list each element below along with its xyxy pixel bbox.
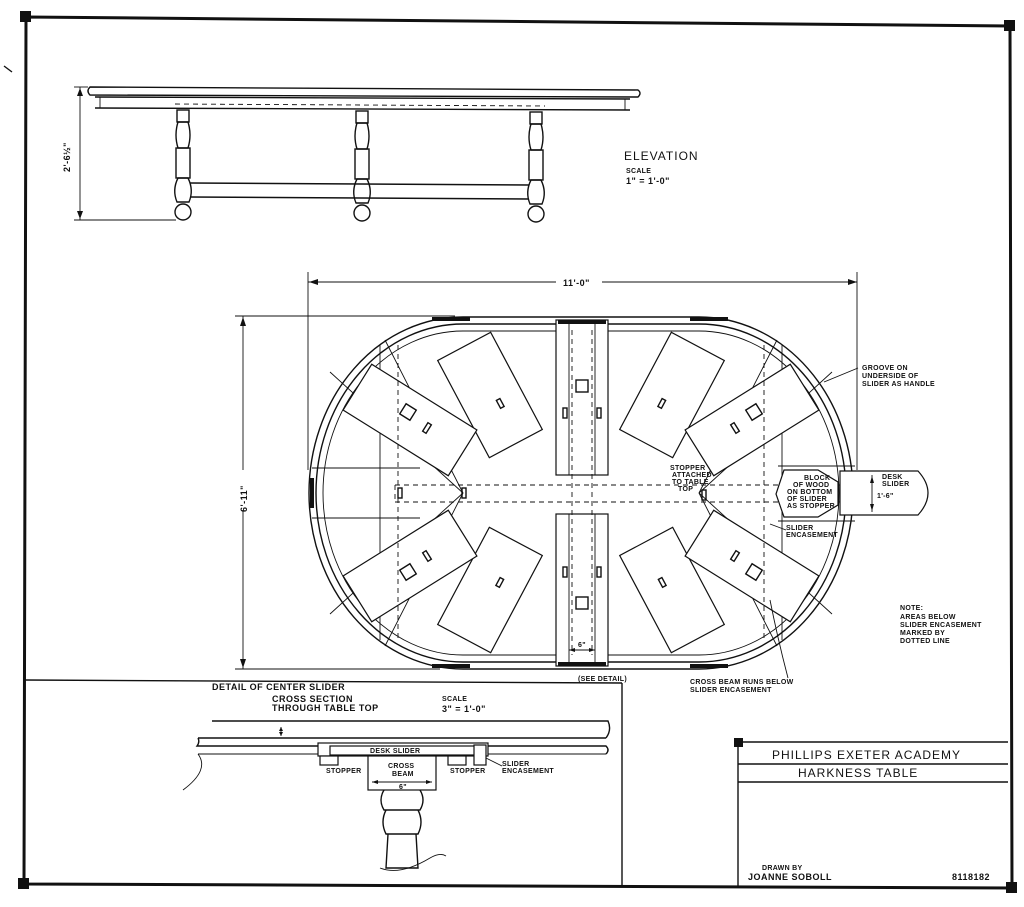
detail-stopper-right: STOPPER	[450, 768, 485, 775]
note-slider-encasement-line1: SLIDER	[786, 525, 813, 532]
detail-subtitle-line2: THROUGH TABLE TOP	[272, 703, 379, 713]
note-general-line1: NOTE:	[900, 605, 923, 612]
note-groove: GROOVE ON UNDERSIDE OF SLIDER AS HANDLE	[823, 365, 935, 388]
title-block: PHILLIPS EXETER ACADEMY HARKNESS TABLE D…	[734, 738, 1008, 886]
note-slider-encasement: SLIDER ENCASEMENT	[769, 523, 838, 539]
plan-see-detail: (SEE DETAIL)	[578, 676, 627, 683]
elevation-title: ELEVATION	[624, 149, 699, 163]
sheet-border	[3, 11, 1017, 893]
note-cross-beam: CROSS BEAM RUNS BELOW SLIDER ENCASEMENT	[690, 599, 794, 694]
note-groove-line3: SLIDER AS HANDLE	[862, 381, 935, 388]
detail-scale-value: 3" = 1'-0"	[442, 704, 486, 714]
note-slider-encasement-line2: ENCASEMENT	[786, 532, 838, 539]
detail-slider-encasement-line1: SLIDER	[502, 761, 529, 768]
title-institution: PHILLIPS EXETER ACADEMY	[772, 748, 961, 762]
plan-center-slider-top	[555, 319, 609, 476]
plan-view: 11'-0" 6'-11"	[232, 272, 982, 694]
elevation-scale-label: SCALE	[626, 168, 651, 175]
plan-length-dimension: 11'-0"	[563, 278, 590, 288]
note-block-line5: AS STOPPER	[787, 503, 835, 510]
detail-panel: DETAIL OF CENTER SLIDER CROSS SECTION TH…	[23, 679, 623, 886]
detail-leg	[379, 789, 447, 871]
note-general-line2: AREAS BELOW	[900, 614, 956, 621]
title-drawing-name: HARKNESS TABLE	[798, 766, 918, 780]
elevation-leg-left	[174, 109, 192, 221]
elevation-leg-right	[527, 111, 545, 223]
note-block-line1: BLOCK	[804, 475, 830, 482]
note-desk-slider-line2: SLIDER	[882, 481, 909, 488]
note-desk-slider-line1: DESK	[882, 474, 903, 481]
note-groove-line1: GROOVE ON	[862, 365, 908, 372]
note-general-line5: DOTTED LINE	[900, 638, 950, 645]
note-general-line3: SLIDER ENCASEMENT	[900, 622, 982, 629]
note-stopper-line2: ATTACHED	[672, 472, 712, 479]
detail-stopper-left: STOPPER	[326, 768, 361, 775]
plan-desk-panels	[342, 331, 820, 654]
title-drawing-number: 8118182	[952, 872, 990, 882]
plan-slider-width-dimension: 1'-6"	[877, 493, 894, 500]
elevation-leg-center	[353, 110, 371, 222]
note-block-line3: ON BOTTOM	[787, 489, 832, 496]
elevation-view: 2'-6½" ELEVATION SCALE 1" = 1'-0"	[62, 86, 699, 223]
detail-cross-beam-line2: BEAM	[392, 771, 414, 778]
note-stopper: STOPPER ATTACHED TO TABLE TOP	[670, 465, 712, 493]
detail-cross-beam-line1: CROSS	[388, 763, 414, 770]
note-stopper-line4: TOP	[678, 486, 693, 493]
note-cross-beam-line1: CROSS BEAM RUNS BELOW	[690, 679, 794, 686]
detail-subtitle-line1: CROSS SECTION	[272, 694, 353, 704]
title-drawn-by-name: JOANNE SOBOLL	[748, 872, 832, 882]
title-drawn-by-label: DRAWN BY	[762, 865, 803, 872]
plan-desk-slider-right: 1'-6"	[775, 465, 929, 522]
detail-beam-dimension: 6"	[399, 784, 407, 791]
note-block: BLOCK OF WOOD ON BOTTOM OF SLIDER AS STO…	[787, 475, 835, 510]
note-stopper-line1: STOPPER	[670, 465, 705, 472]
detail-title: DETAIL OF CENTER SLIDER	[212, 682, 345, 692]
note-cross-beam-line2: SLIDER ENCASEMENT	[690, 687, 772, 694]
plan-encasement-dashed	[394, 330, 840, 655]
plan-center-slider-bottom: 6"	[555, 513, 609, 667]
note-general: NOTE: AREAS BELOW SLIDER ENCASEMENT MARK…	[900, 605, 982, 645]
note-general-line4: MARKED BY	[900, 630, 945, 637]
elevation-scale-value: 1" = 1'-0"	[626, 176, 670, 186]
note-block-line2: OF WOOD	[793, 482, 829, 489]
elevation-height-dimension: 2'-6½"	[62, 142, 72, 172]
plan-width-dimension: 6'-11"	[239, 485, 249, 512]
note-block-line4: OF SLIDER	[787, 496, 827, 503]
detail-scale-label: SCALE	[442, 696, 467, 703]
detail-desk-slider-label: DESK SLIDER	[370, 748, 420, 755]
detail-slider-encasement-line2: ENCASEMENT	[502, 768, 554, 775]
plan-beam-width-dimension: 6"	[578, 642, 586, 649]
note-desk-slider: DESK SLIDER	[882, 474, 909, 488]
note-stopper-line3: TO TABLE	[672, 479, 709, 486]
note-groove-line2: UNDERSIDE OF	[862, 373, 919, 380]
